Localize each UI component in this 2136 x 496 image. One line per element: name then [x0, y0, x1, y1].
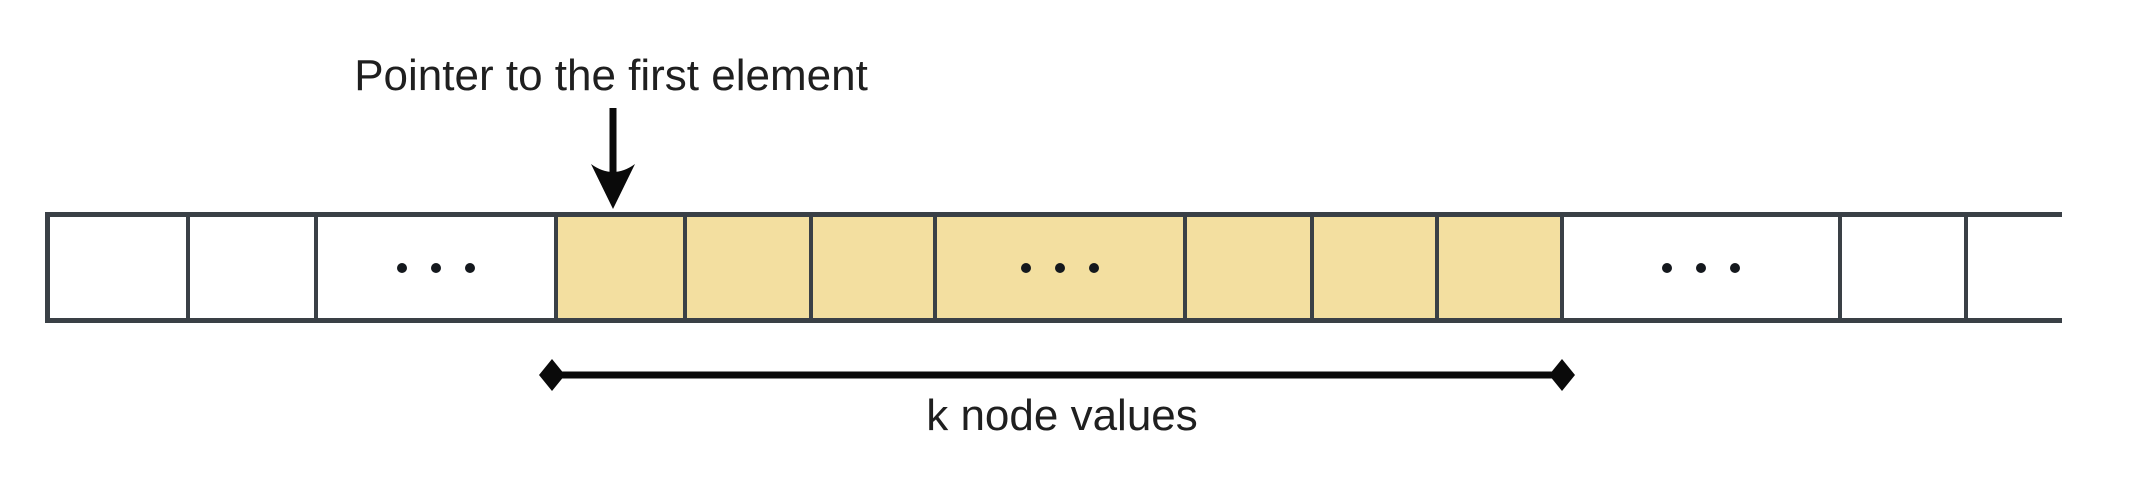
ellipsis-dot [431, 262, 441, 273]
ellipsis-dots [397, 262, 475, 273]
ellipsis-dot [1662, 262, 1672, 273]
array-cell [50, 217, 190, 318]
pointer-label: Pointer to the first element [354, 51, 868, 100]
array-cell [937, 217, 1187, 318]
ellipsis-dot [397, 262, 407, 273]
down-arrow-icon [591, 108, 635, 209]
array-cell [1314, 217, 1439, 318]
array-cell [1564, 217, 1842, 318]
array-cell [1842, 217, 1968, 318]
ellipsis-dot [1089, 262, 1099, 273]
array-cell [1968, 217, 2067, 318]
ellipsis-dot [1055, 262, 1065, 273]
array-cell [813, 217, 937, 318]
ellipsis-dot [1696, 262, 1706, 273]
array-cell [1439, 217, 1564, 318]
array-frame [45, 212, 2067, 323]
ellipsis-dots [1021, 262, 1099, 273]
array-cell [1187, 217, 1314, 318]
ellipsis-dot [465, 262, 475, 273]
ellipsis-dot [1021, 262, 1031, 273]
ellipsis-dot [1730, 262, 1740, 273]
diamond-ended-measure-line-icon [539, 359, 1575, 391]
array-cell [558, 217, 687, 318]
array-cell [190, 217, 318, 318]
ellipsis-dots [1662, 262, 1740, 273]
array-cell [318, 217, 558, 318]
array-cell [687, 217, 813, 318]
k-node-values-label: k node values [926, 391, 1198, 440]
